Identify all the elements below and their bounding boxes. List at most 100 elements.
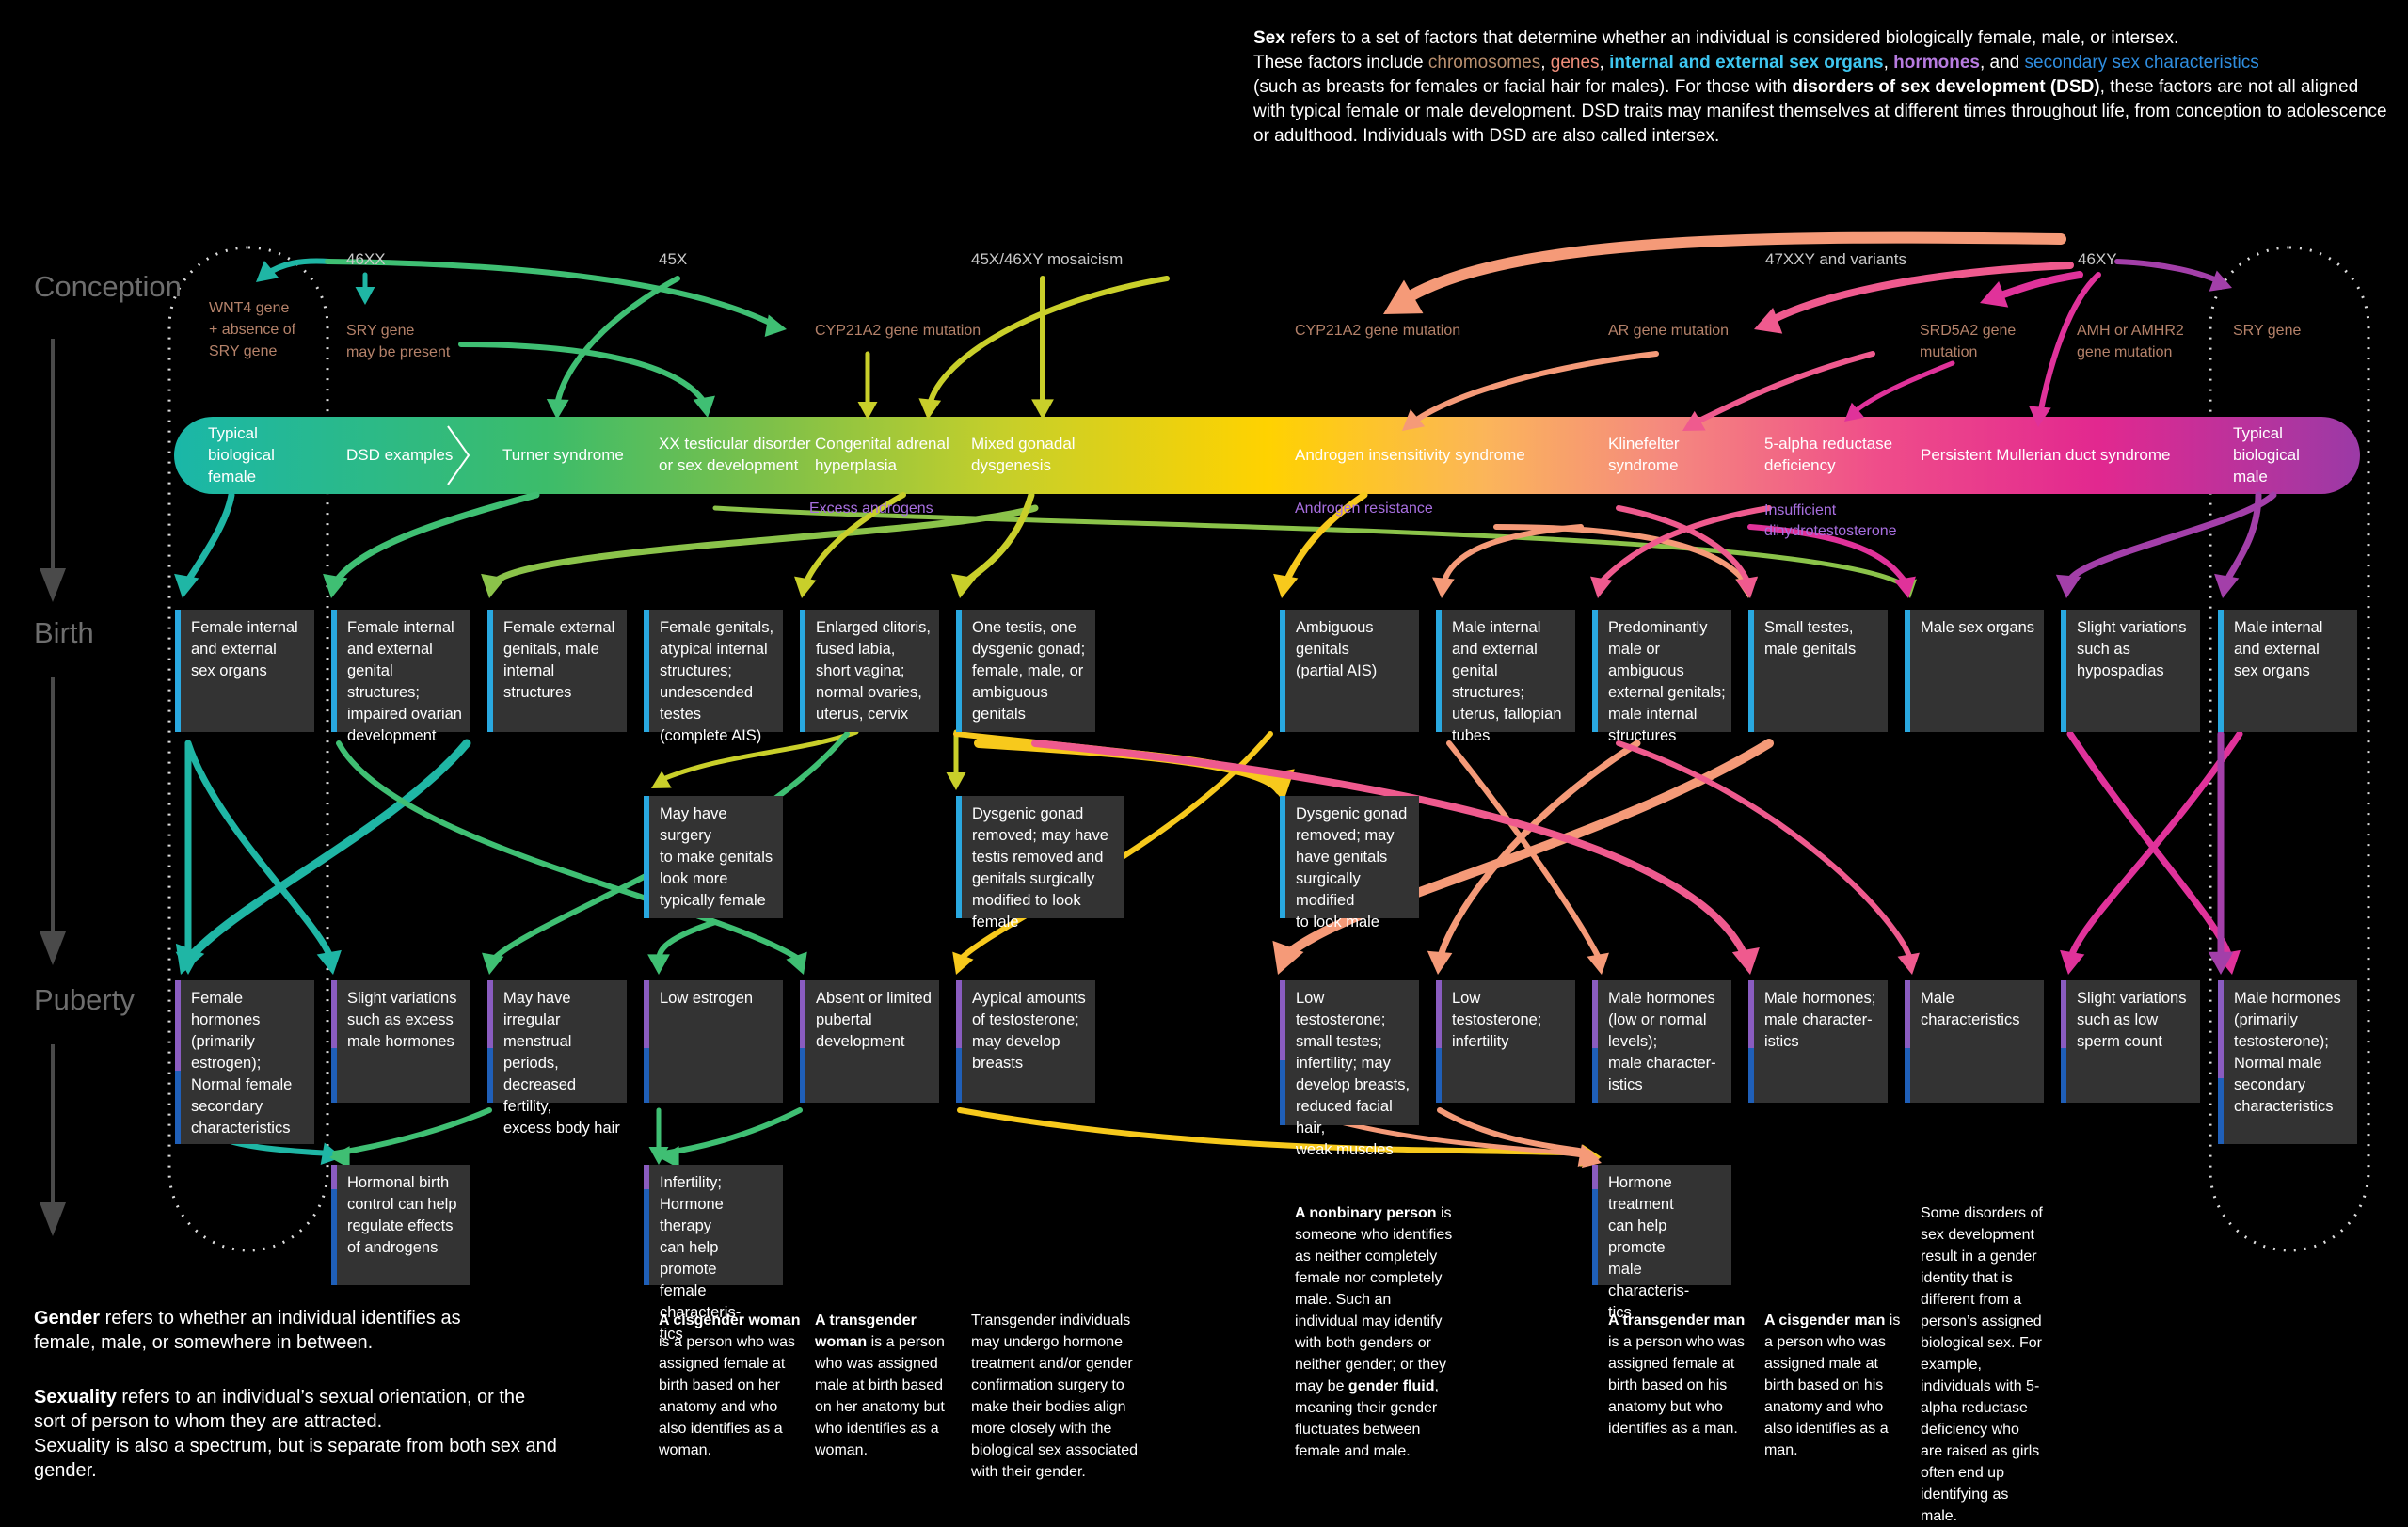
label-line: DSD examples	[346, 446, 454, 464]
accent-bar	[1748, 980, 1754, 1048]
arrow-head	[1590, 576, 1613, 598]
box-text-line: removed; may	[1296, 827, 1395, 844]
accent-bar	[1905, 1047, 1910, 1103]
typical-male-outline	[2209, 246, 2370, 1252]
arrow-head	[546, 398, 569, 420]
connector-arrow	[325, 259, 774, 326]
box-text-line: (partial AIS)	[1296, 662, 1378, 679]
intro-line1: refers to a set of factors that determin…	[1284, 28, 2179, 48]
box-text-line: irregular	[503, 1011, 561, 1028]
genotype-46xx: 46XX	[346, 250, 386, 268]
connector-arrow	[263, 258, 332, 278]
connector-arrow	[1409, 351, 1659, 426]
label-line: + absence of	[209, 322, 296, 338]
arrow-head	[1031, 399, 1054, 420]
chromosomes-term: chromosomes	[1427, 53, 1541, 72]
box-text-line: may develop	[972, 1033, 1060, 1050]
box-text-line: fused labia,	[816, 641, 896, 658]
accent-bar	[331, 980, 337, 1048]
label-line: Persistent Mullerian duct syndrome	[1921, 446, 2171, 464]
box-text-line: to make genitals	[660, 849, 773, 866]
arrow-head	[952, 951, 974, 975]
connector-arrow	[2066, 730, 2243, 963]
connector-arrow	[1765, 262, 2074, 326]
box-text-line: such as excess	[347, 1011, 454, 1028]
accent-bar	[331, 1047, 337, 1103]
box-text-line: external genitals;	[1608, 684, 1726, 701]
band-dsd-examples: DSD examples	[346, 444, 453, 466]
box-text-line: pubertal	[816, 1011, 872, 1028]
box-text-line: Dysgenic gonad	[972, 805, 1084, 822]
box-text-line: and external	[347, 641, 433, 658]
label-line: mutation	[1920, 344, 1978, 360]
connector-arrow	[1396, 231, 2066, 307]
box-text-line: Male sex organs	[1921, 619, 2035, 636]
sep: ,	[1599, 53, 1610, 72]
accent-bar	[331, 1165, 337, 1189]
box-text-line: Low testosterone;	[1296, 990, 1386, 1028]
label-line: gene mutation	[2077, 344, 2173, 360]
label-line: hyperplasia	[815, 456, 897, 474]
connector-arrow	[489, 504, 1039, 587]
accent-bar	[1280, 610, 1285, 732]
box-text-line: impaired ovarian	[347, 706, 462, 723]
arrow-head	[951, 573, 977, 598]
box-text-line: uterus, fallopian	[1452, 706, 1562, 723]
genotype-46xy: 46XY	[2078, 250, 2117, 268]
connector-arrow	[331, 491, 540, 587]
box-text-line: levels);	[1608, 1033, 1658, 1050]
label-line: Androgen insensitivity syndrome	[1295, 446, 1525, 464]
box-text-line: One testis, one	[972, 619, 1076, 636]
box-text-line: male characteris-	[1608, 1261, 1690, 1299]
dsd-examples-chevron	[447, 425, 470, 485]
accent-bar	[1905, 610, 1910, 732]
box-text-line: Low estrogen	[660, 990, 754, 1007]
connector-arrow	[1849, 360, 1955, 417]
arrow-head	[323, 573, 348, 598]
box-text-line: Female internal	[191, 619, 298, 636]
accent-bar	[175, 980, 181, 1071]
intro-line2: These factors include	[1253, 53, 1428, 72]
outcome-box-puberty-p8: Low testosterone;infertility	[1436, 980, 1575, 1103]
box-text-line: develop breasts,	[1296, 1076, 1411, 1093]
arrow-head	[1272, 940, 1304, 975]
organs-term: internal and external sex organs	[1609, 53, 1884, 72]
box-text-line: Low testosterone;	[1452, 990, 1542, 1028]
box-text-line: internal	[503, 662, 555, 679]
note-transgender-woman: A transgender woman is a person who was …	[815, 1310, 956, 1461]
box-text-line: genital structures;	[347, 662, 421, 701]
label-line: Typical	[2233, 424, 2283, 442]
dsd-term: disorders of sex development (DSD)	[1792, 77, 2100, 97]
note-cisgender-woman: A cisgender woman is a person who was as…	[659, 1310, 802, 1461]
box-text-line: male character-	[1608, 1055, 1716, 1072]
connector-arrow	[927, 276, 1170, 407]
box-text-line: (primarily	[2234, 1011, 2298, 1028]
accent-bar	[1436, 1047, 1442, 1103]
connector-arrow	[332, 1107, 492, 1156]
connector-arrow	[960, 491, 1035, 587]
accent-bar	[800, 1047, 805, 1103]
gender-fluid-term: gender fluid	[1348, 1378, 1435, 1394]
band-pmds: Persistent Mullerian duct syndrome	[1921, 444, 2171, 466]
accent-bar	[1280, 980, 1285, 1060]
arrow-head	[1735, 576, 1758, 598]
arrow-head	[693, 395, 715, 418]
label-line: Typical	[208, 424, 258, 442]
label-line: Turner syndrome	[502, 446, 624, 464]
box-text-line: reduced facial hair,	[1296, 1098, 1393, 1137]
connector-arrow	[183, 739, 471, 964]
connector-arrow	[1747, 524, 1909, 586]
connector-arrow	[554, 276, 680, 407]
arrow-head	[2208, 951, 2234, 975]
note-title: A cisgender man	[1764, 1312, 1886, 1328]
box-text-line: control can help	[347, 1196, 457, 1213]
arrow-head	[2029, 406, 2051, 427]
